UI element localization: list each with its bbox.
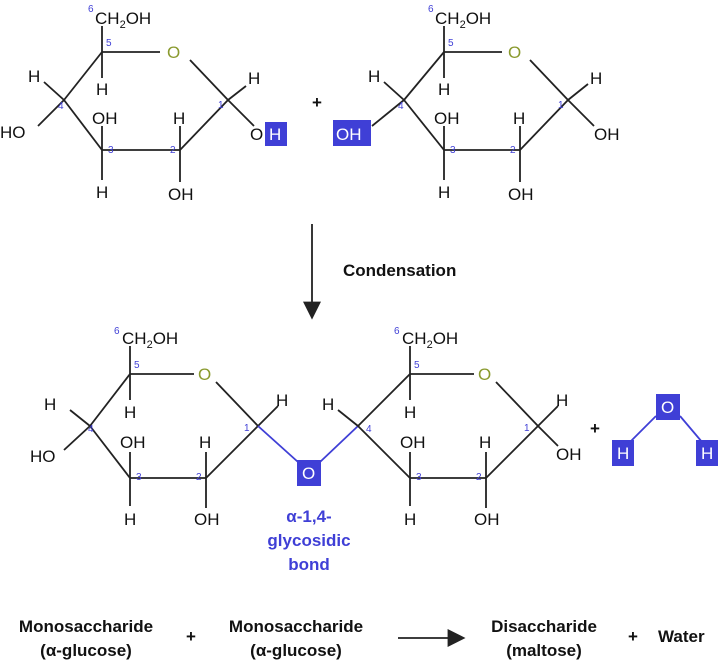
carbon-3-label: 3 — [108, 145, 114, 156]
h-atom: H — [248, 69, 260, 88]
glycosidic-bond-label-line1: α-1,4- — [286, 507, 331, 526]
word-equation: Monosaccharide (α-glucose) + Monosacchar… — [19, 617, 705, 660]
carbon-3-label: 3 — [450, 145, 456, 156]
h-atom: H — [438, 183, 450, 202]
water-oxygen: O — [661, 398, 674, 417]
carbon-4-label: 4 — [88, 424, 94, 435]
h-atom: H — [368, 67, 380, 86]
oh-group: OH — [474, 510, 500, 529]
h-atom: H — [96, 183, 108, 202]
ring-oxygen: O — [508, 43, 521, 62]
water-molecule: O H H — [612, 394, 718, 466]
carbon-3-label: 3 — [416, 472, 422, 483]
h-atom: H — [173, 109, 185, 128]
condensation-label: Condensation — [343, 261, 456, 280]
plus-sign: + — [590, 419, 600, 438]
reactant-2-name: Monosaccharide — [229, 617, 363, 636]
carbon-4-label: 4 — [58, 101, 64, 112]
removed-hydroxyl: OH — [336, 125, 362, 144]
h-atom: H — [44, 395, 56, 414]
carbon-2-label: 2 — [476, 472, 482, 483]
carbon-5-label: 5 — [134, 360, 140, 371]
glycosidic-bond-label-line3: bond — [288, 555, 330, 574]
ring-oxygen: O — [478, 365, 491, 384]
oh-group: OH — [168, 185, 194, 204]
carbon-6-label: 6 — [114, 326, 120, 337]
carbon-5-label: 5 — [106, 38, 112, 49]
oh-group: OH — [400, 433, 426, 452]
water-hydrogen-box — [696, 440, 718, 466]
carbon-6-label: 6 — [88, 4, 94, 15]
h-atom: H — [96, 80, 108, 99]
carbon-4-label: 4 — [398, 101, 404, 112]
removed-hydrogen-box — [265, 122, 287, 146]
glycosidic-oxygen-box — [297, 460, 321, 486]
carbon-1-label: 1 — [524, 423, 530, 434]
h-atom: H — [322, 395, 334, 414]
removed-hydroxyl-box — [333, 120, 371, 146]
hydroxyl-oxygen: O — [250, 125, 263, 144]
carbon-3-label: 3 — [136, 472, 142, 483]
oh-group: OH — [434, 109, 460, 128]
ch2oh-group: CH2OH — [95, 9, 151, 31]
water-hydrogen: H — [617, 444, 629, 463]
ho-group: HO — [0, 123, 26, 142]
ring-oxygen: O — [198, 365, 211, 384]
carbon-5-label: 5 — [448, 38, 454, 49]
h-atom: H — [556, 391, 568, 410]
h-atom: H — [124, 510, 136, 529]
water-hydrogen-box — [612, 440, 634, 466]
reactant-2-detail: (α-glucose) — [250, 641, 342, 660]
carbon-2-label: 2 — [196, 472, 202, 483]
reactant-1-name: Monosaccharide — [19, 617, 153, 636]
h-atom: H — [124, 403, 136, 422]
carbon-1-label: 1 — [244, 423, 250, 434]
plus-sign: + — [628, 627, 638, 646]
water-label: Water — [658, 627, 705, 646]
ch2oh-group: CH2OH — [402, 329, 458, 351]
carbon-1-label: 1 — [558, 100, 564, 111]
reactant-1-detail: (α-glucose) — [40, 641, 132, 660]
carbon-1-label: 1 — [218, 100, 224, 111]
glucose-molecule-2: 6 CH2OH 5 O H H 1 H 4 OH OH H 3 2 H OH O… — [333, 4, 620, 204]
product-name: Disaccharide — [491, 617, 597, 636]
h-atom: H — [276, 391, 288, 410]
water-hydrogen: H — [701, 444, 713, 463]
h-atom: H — [404, 510, 416, 529]
h-atom: H — [513, 109, 525, 128]
h-atom: H — [199, 433, 211, 452]
plus-sign: + — [186, 627, 196, 646]
glycosidic-bond-label-line2: glycosidic — [267, 531, 350, 550]
carbon-2-label: 2 — [510, 145, 516, 156]
h-atom: H — [479, 433, 491, 452]
oh-group: OH — [194, 510, 220, 529]
removed-hydrogen: H — [269, 125, 281, 144]
oh-group: OH — [92, 109, 118, 128]
h-atom: H — [590, 69, 602, 88]
h-atom: H — [28, 67, 40, 86]
ch2oh-group: CH2OH — [435, 9, 491, 31]
carbon-4-label: 4 — [366, 424, 372, 435]
ch2oh-group: CH2OH — [122, 329, 178, 351]
glycosidic-oxygen: O — [302, 464, 315, 483]
water-oxygen-box — [656, 394, 680, 420]
oh-group: OH — [508, 185, 534, 204]
carbon-6-label: 6 — [394, 326, 400, 337]
product-detail: (maltose) — [506, 641, 582, 660]
carbon-5-label: 5 — [414, 360, 420, 371]
carbon-2-label: 2 — [170, 145, 176, 156]
oh-group: OH — [594, 125, 620, 144]
oh-group: OH — [120, 433, 146, 452]
ho-group: HO — [30, 447, 56, 466]
carbon-6-label: 6 — [428, 4, 434, 15]
maltose-molecule: 6 CH2OH 5 O H H 1 H 4 HO OH H 3 2 H OH O… — [30, 326, 582, 529]
plus-sign: + — [312, 93, 322, 112]
oh-group: OH — [556, 445, 582, 464]
ring-oxygen: O — [167, 43, 180, 62]
h-atom: H — [404, 403, 416, 422]
h-atom: H — [438, 80, 450, 99]
glucose-molecule-1: 6 CH2OH 5 O H H 1 H 4 HO OH H 3 2 H OH O… — [0, 4, 287, 204]
